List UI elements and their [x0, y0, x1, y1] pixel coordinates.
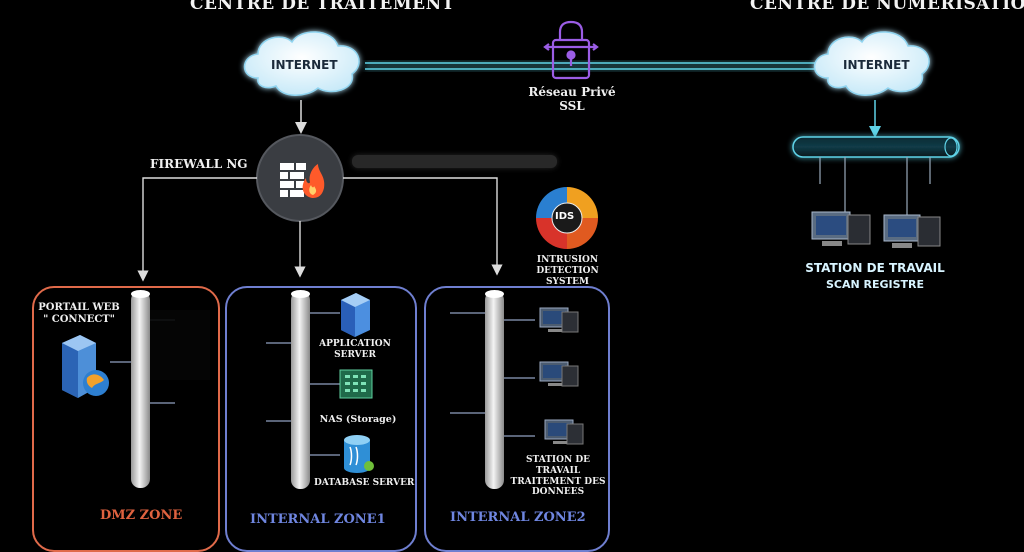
title-centre-traitement: CENTRE DE TRAITEMENT [190, 0, 455, 14]
remote-workstation-icon-1 [811, 211, 871, 246]
firewall-node [256, 134, 344, 222]
internet-label-right: INTERNET [843, 58, 910, 72]
remote-station-line2: SCAN REGISTRE [825, 278, 925, 291]
web-server-icon [62, 335, 109, 398]
ids-center-label: IDS [555, 211, 575, 222]
ids-label: INTRUSION DETECTION SYSTEM [505, 255, 630, 287]
station-traitement-line2: TRAITEMENT DES [510, 476, 606, 487]
ids-label-line1: INTRUSION DETECTION [536, 255, 599, 276]
remote-network-pipe [792, 136, 960, 158]
nas-label: NAS (Storage) [319, 414, 397, 425]
application-server-line2: SERVER [334, 349, 376, 360]
remote-station-line1: STATION DE TRAVAIL [805, 261, 945, 275]
remote-station-label: STATION DE TRAVAIL SCAN REGISTRE [795, 261, 955, 291]
portal-web-line2: " CONNECT" [43, 313, 115, 325]
ids-label-line2: SYSTEM [546, 276, 589, 287]
zone1-label: INTERNAL ZONE1 [250, 512, 386, 527]
portal-web-label: PORTAIL WEB " CONNECT" [38, 302, 120, 325]
firewall-label: FIREWALL NG [150, 157, 248, 171]
workstation-icon-1 [539, 307, 579, 333]
internet-cloud-right [813, 31, 930, 96]
workstation-icon-3 [544, 419, 584, 445]
firewall-icon [280, 163, 325, 198]
nas-storage-icon [339, 369, 373, 399]
diagram-canvas [62, 20, 960, 489]
lock-icon [543, 20, 599, 80]
ids-wheel [536, 187, 598, 249]
workstation-icon-2 [539, 361, 579, 387]
ssl-label-line1: Réseau Privé [528, 85, 616, 99]
remote-workstation-icon-2 [883, 214, 941, 248]
internet-cloud-left [243, 31, 360, 96]
dmz-pipe [131, 290, 150, 488]
application-server-label: APPLICATION SERVER [315, 339, 395, 361]
dmz-zone-label: DMZ ZONE [100, 508, 183, 523]
application-server-icon [341, 293, 370, 337]
station-traitement-label: STATION DE TRAVAIL TRAITEMENT DES DONNEE… [508, 455, 608, 498]
zone2-label: INTERNAL ZONE2 [450, 510, 586, 525]
title-centre-numerisation: CENTRE DE NUMERISATION [750, 0, 1024, 14]
ssl-label-line2: SSL [559, 98, 585, 113]
database-server-label: DATABASE SERVER [314, 478, 415, 488]
internet-label-left: INTERNET [271, 58, 338, 72]
zone1-pipe [291, 290, 310, 489]
station-traitement-line1: STATION DE TRAVAIL [526, 455, 590, 476]
station-traitement-line3: DONNEES [531, 487, 585, 498]
database-icon [344, 435, 374, 473]
ssl-label: Réseau Privé SSL [526, 85, 618, 114]
portal-web-line1: PORTAIL WEB [38, 302, 120, 313]
application-server-line1: APPLICATION [319, 339, 391, 349]
zone2-pipe [485, 290, 504, 489]
